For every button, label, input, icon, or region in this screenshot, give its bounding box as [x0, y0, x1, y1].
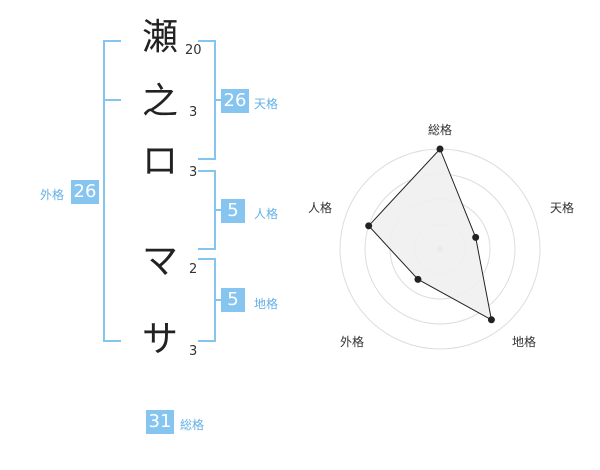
radar-point-3	[487, 316, 495, 324]
chikaku-value: 5	[221, 288, 245, 312]
gaikaku-label: 外格	[40, 188, 65, 202]
jinkaku-label: 人格	[254, 207, 279, 221]
radar-data-polygon	[367, 148, 493, 321]
name-char-1: 瀬	[141, 17, 178, 58]
tenkaku-value: 26	[221, 89, 249, 113]
stroke-count-4: 2	[189, 262, 198, 277]
name-char-2: 之	[141, 81, 178, 122]
radar-axis-label-5: 人格	[308, 200, 332, 215]
gaikaku-bracket	[103, 40, 121, 342]
stroke-count-2: 3	[189, 105, 198, 120]
radar-point-1	[436, 145, 444, 153]
tenkaku-label: 天格	[254, 97, 279, 111]
tenkaku-bracket-tick	[214, 99, 222, 101]
stroke-count-1: 20	[185, 43, 202, 58]
gaikaku-value: 26	[71, 180, 99, 204]
stroke-count-5: 3	[189, 344, 198, 359]
radar-point-5	[365, 222, 373, 230]
name-char-5: サ	[141, 319, 178, 360]
stroke-count-3: 3	[189, 165, 198, 180]
radar-axis-label-3: 地格	[512, 334, 536, 349]
radar-point-4	[414, 275, 422, 283]
gaikaku-bracket-tick	[103, 99, 121, 101]
radar-axis-label-2: 天格	[550, 200, 574, 215]
chikaku-bracket-tick	[214, 299, 222, 301]
soukaku-value: 31	[146, 410, 174, 434]
chikaku-label: 地格	[254, 297, 279, 311]
jinkaku-value: 5	[221, 199, 245, 223]
radar-axis-label-4: 外格	[340, 334, 364, 349]
radar-point-2	[472, 233, 480, 241]
name-char-3: ロ	[141, 141, 178, 182]
name-char-4: マ	[141, 241, 178, 282]
soukaku-label: 総格	[180, 418, 205, 432]
jinkaku-bracket-tick	[214, 209, 222, 211]
radar-axis-label-1: 総格	[428, 122, 452, 137]
